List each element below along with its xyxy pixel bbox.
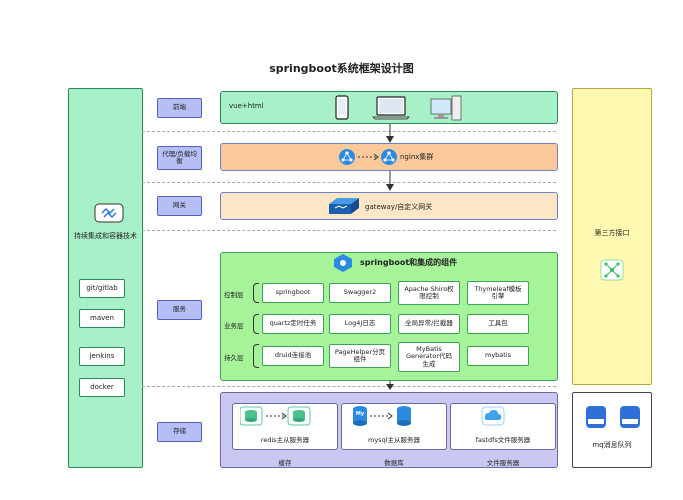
layer-frontend: 前端 (157, 98, 202, 118)
storage-mysql-label: mysql主从服务器 (368, 436, 420, 444)
comp-swagger: Swagger2 (329, 283, 391, 303)
third-party-panel (572, 88, 652, 385)
mysql-cluster-icon (353, 406, 411, 426)
ci-link-icon (94, 203, 124, 223)
proxy-row (220, 143, 558, 171)
comp-utils: 工具包 (467, 314, 529, 334)
frontend-text: vue+html (229, 102, 264, 110)
storage-redis-label: redis主从服务器 (260, 436, 310, 444)
row-brace (253, 344, 259, 368)
service-title: springboot和集成的组件 (360, 258, 458, 267)
comp-pagehelper: PageHelper分页组件 (329, 344, 391, 368)
storage-fastdfs-caption: 文件服务器 (486, 459, 520, 467)
laptop-icon (372, 96, 410, 120)
storage-mysql-caption: 数据库 (384, 459, 404, 467)
comp-springboot: springboot (262, 283, 324, 303)
api-hub-icon (600, 259, 624, 281)
layer-storage: 存储 (157, 422, 202, 442)
layer-gateway: 网关 (157, 196, 202, 216)
row-label-business: 业务层 (224, 322, 244, 330)
storage-fastdfs-label: fastdfs文件服务器 (475, 436, 531, 444)
ci-panel-label: 持续集成和容器技术 (74, 232, 137, 240)
third-party-label: 第三方接口 (594, 229, 630, 237)
diagram-title: springboot系统框架设计图 (269, 62, 414, 75)
tool-docker: docker (79, 378, 125, 397)
gateway-text: gateway/自定义网关 (365, 203, 433, 211)
phone-icon (335, 95, 349, 120)
separator (142, 386, 556, 387)
separator (142, 182, 556, 183)
springboot-icon (334, 254, 352, 272)
layer-service: 服务 (157, 300, 202, 320)
mqtt-badge-1: MQTT (588, 414, 604, 419)
arrow-down (386, 380, 394, 390)
nginx-cluster-icon (339, 149, 397, 165)
row-brace (253, 314, 259, 334)
separator (142, 131, 556, 132)
proxy-text: nginx集群 (400, 153, 434, 161)
layer-proxy: 代理/负载均衡 (157, 146, 202, 170)
comp-log4j: Log4J日志 (329, 314, 391, 334)
storage-redis-caption: 缓存 (278, 459, 292, 467)
mqtt-icon (620, 406, 640, 428)
separator (142, 230, 556, 231)
comp-exception: 全局异常/拦截器 (398, 314, 460, 334)
arrow-down (386, 124, 394, 143)
row-label-control: 控制层 (224, 291, 244, 299)
comp-mybatis-generator: MyBatis Generator代码生成 (398, 342, 460, 372)
comp-quartz: quartz定时任务 (262, 314, 324, 334)
row-brace (253, 283, 259, 303)
file-server-icon (481, 406, 505, 426)
gateway-router-icon (329, 198, 359, 214)
tool-jenkins: jenkins (79, 347, 125, 366)
comp-mybatis: mybatis (467, 346, 529, 366)
mq-panel (572, 392, 652, 468)
comp-thymeleaf: Thymeleaf模板引擎 (467, 281, 529, 305)
ci-container-panel (68, 88, 143, 468)
desktop-icon (430, 95, 462, 121)
mqtt-icon (586, 406, 606, 428)
arrow-down (386, 171, 394, 191)
comp-shiro: Apache Shiro权限控制 (398, 281, 460, 305)
mqtt-badge-2: MQTT (622, 414, 638, 419)
comp-druid: druid连接池 (262, 346, 324, 366)
tool-git: git/gitlab (79, 279, 125, 298)
row-label-persistence: 持久层 (224, 354, 244, 362)
tool-maven: maven (79, 309, 125, 328)
gateway-row (220, 192, 558, 220)
mq-label: mq消息队列 (592, 441, 632, 449)
redis-cluster-icon (240, 406, 311, 426)
mysql-badge: My (355, 411, 365, 417)
